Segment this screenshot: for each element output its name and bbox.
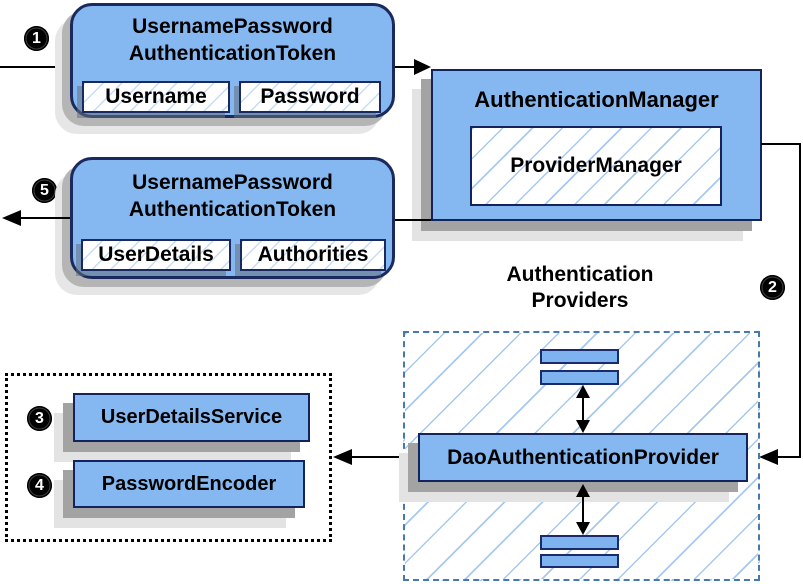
manager-down-line [799, 143, 801, 457]
dao-upper-link-line [582, 396, 584, 422]
authentication-manager-title: AuthenticationManager [474, 87, 719, 112]
result-token-title-line1: UsernamePassword [132, 171, 333, 194]
token-title-line1: UsernamePassword [132, 15, 333, 38]
token-title-line2: AuthenticationToken [128, 42, 337, 65]
token-to-manager-arrowhead-icon [414, 59, 431, 75]
user-details-service-node: UserDetailsService [73, 393, 310, 442]
result-token-title-line2: AuthenticationToken [128, 198, 337, 221]
password-encoder-node: PasswordEncoder [73, 460, 305, 508]
dao-upper-link-up-arrowhead-icon [576, 385, 590, 398]
dao-lower-link-line [582, 495, 584, 523]
provider-manager-node: ProviderManager [470, 126, 722, 206]
outgoing-response-arrowhead-icon [2, 210, 21, 226]
manager-right-line [761, 143, 801, 145]
dao-to-services-arrowhead-icon [333, 449, 352, 465]
step-5-badge: 5 [32, 178, 57, 203]
manager-to-dao-line [777, 456, 801, 458]
result-token-title: UsernamePassword AuthenticationToken [73, 160, 392, 223]
step-3-badge: 3 [27, 406, 52, 431]
user-details-field: UserDetails [81, 239, 231, 271]
step-4-badge: 4 [27, 473, 52, 498]
password-field: Password [239, 81, 381, 113]
providers-heading: Authentication Providers [460, 262, 700, 314]
provider-placeholder-bar [540, 535, 619, 550]
dao-to-services-line [352, 456, 418, 458]
manager-to-token-line [390, 219, 431, 221]
step-2-badge: 2 [760, 275, 785, 300]
token-to-manager-line [395, 66, 415, 68]
step-1-badge: 1 [24, 26, 49, 51]
manager-to-dao-arrowhead-icon [759, 449, 778, 465]
dao-lower-link-down-arrowhead-icon [576, 522, 590, 535]
incoming-request-line [0, 66, 70, 68]
provider-placeholder-bar [540, 554, 619, 568]
dao-authentication-provider-node: DaoAuthenticationProvider [418, 433, 748, 482]
providers-heading-line1: Authentication [506, 263, 654, 286]
dao-lower-link-up-arrowhead-icon [576, 484, 590, 497]
username-password-token-node: UsernamePassword AuthenticationToken Use… [70, 3, 395, 118]
token-title: UsernamePassword AuthenticationToken [73, 6, 392, 67]
authorities-field: Authorities [240, 239, 386, 271]
outgoing-response-line [19, 217, 70, 219]
provider-placeholder-bar [540, 349, 619, 364]
provider-placeholder-bar [540, 370, 619, 385]
username-field: Username [82, 81, 230, 113]
result-token-node: UsernamePassword AuthenticationToken Use… [70, 157, 395, 279]
services-container [5, 373, 332, 542]
providers-heading-line2: Providers [531, 289, 629, 312]
dao-upper-link-down-arrowhead-icon [576, 420, 590, 433]
